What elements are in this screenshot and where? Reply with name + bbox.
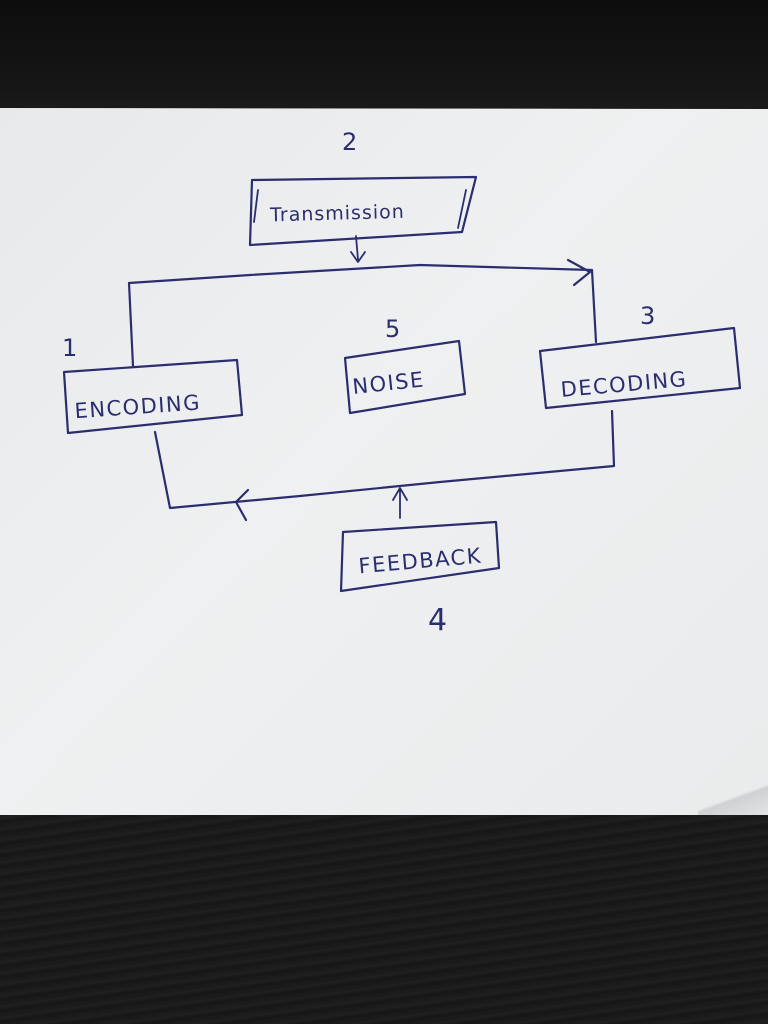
desk-surface-bottom — [0, 815, 768, 1024]
paper-sheet — [0, 108, 768, 820]
node-noise: NOISE 5 — [343, 315, 467, 415]
noise-box — [343, 339, 467, 415]
encoding-number: 1 — [62, 334, 77, 362]
decoding-label: DECODING — [560, 367, 689, 402]
encoding-box — [62, 358, 244, 435]
decoding-box — [538, 326, 742, 410]
feedback-box — [339, 520, 501, 593]
encoding-label: ENCODING — [74, 390, 202, 423]
node-transmission: Transmission 2 — [248, 128, 478, 247]
transmission-number: 2 — [342, 128, 357, 156]
transmission-arrow — [350, 235, 366, 263]
paper-fold — [698, 780, 768, 820]
edge-decoding-to-encoding — [153, 409, 616, 522]
node-feedback: FEEDBACK 4 — [339, 487, 501, 638]
noise-label: NOISE — [351, 367, 426, 398]
node-encoding: ENCODING 1 — [62, 334, 244, 435]
noise-number: 5 — [385, 315, 400, 343]
desk-surface-top — [0, 0, 768, 112]
feedback-arrow — [392, 487, 408, 519]
node-decoding: DECODING 3 — [538, 302, 742, 410]
edge-encoding-to-decoding — [127, 258, 598, 368]
decoding-number: 3 — [640, 302, 655, 330]
feedback-number: 4 — [428, 603, 447, 638]
transmission-box-tick — [253, 189, 467, 229]
transmission-label: Transmission — [269, 201, 405, 227]
transmission-box — [248, 175, 478, 247]
